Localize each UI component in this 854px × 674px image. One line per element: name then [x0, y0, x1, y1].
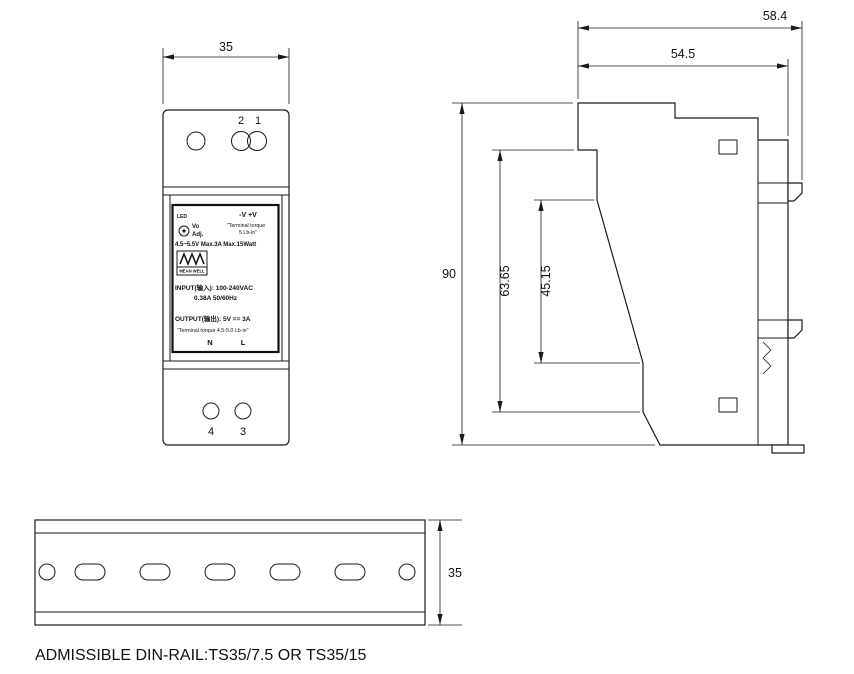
upper-height-dimension: 63.65	[492, 149, 640, 413]
admissible-rail-caption: ADMISSIBLE DIN-RAIL:TS35/7.5 OR TS35/15	[35, 647, 366, 664]
clip-release-foot	[771, 444, 805, 454]
polarity-marks: -V +V	[239, 212, 257, 219]
vo-label: Vo	[192, 224, 200, 230]
adj-label: Adj.	[192, 232, 204, 238]
height-dimension: 90	[442, 102, 655, 446]
inner-height-dim-label: 45.15	[539, 265, 553, 296]
terminal-hole	[234, 402, 252, 420]
rail-hook-bottom	[787, 319, 803, 339]
rail-slot	[204, 563, 236, 581]
terminal-1-label: 1	[255, 115, 261, 127]
brand-name: MEAN WELL	[179, 269, 205, 274]
rail-depth-dim-label: 54.5	[671, 47, 695, 61]
led-label: LED	[177, 214, 187, 220]
terminal-hole	[202, 402, 220, 420]
line-mark: L	[241, 338, 246, 347]
rail-slot	[139, 563, 171, 581]
torque-note-top-1: "Terminal torque	[227, 223, 265, 229]
terminal-4-label: 4	[208, 426, 214, 438]
rail-slot	[269, 563, 301, 581]
pot-slot-dot	[182, 229, 186, 233]
rail-outline	[34, 519, 426, 626]
rail-slot	[74, 563, 106, 581]
clip-spring-icon	[762, 341, 772, 375]
vo-adjust-pot	[178, 225, 190, 237]
side-view: 58.4 54.5 90 63.65 45.15	[442, 9, 805, 454]
torque-note-bottom: "Terminal torque 4.5-5.0 Lb-in"	[177, 328, 249, 334]
height-dim-label: 90	[442, 267, 456, 281]
din-rail-view: 35 ADMISSIBLE DIN-RAIL:TS35/7.5 OR TS35/…	[34, 519, 462, 664]
side-vent-bottom	[718, 397, 738, 413]
terminal-slot	[231, 131, 251, 151]
meanwell-logo: MEAN WELL	[176, 250, 208, 276]
label-frame	[171, 203, 280, 354]
rail-slot	[334, 563, 366, 581]
upper-height-dim-label: 63.65	[498, 265, 512, 296]
front-width-dimension: 35	[162, 40, 290, 104]
torque-note-top-2: 5 Lb-in"	[239, 230, 257, 236]
terminal-2-label: 2	[238, 115, 244, 127]
rail-round-hole	[398, 563, 416, 581]
terminal-3-label: 3	[240, 426, 246, 438]
mounting-hole	[186, 131, 206, 151]
rail-round-hole	[38, 563, 56, 581]
total-depth-dimension: 58.4	[577, 9, 803, 180]
inner-height-dimension: 45.15	[534, 199, 640, 364]
mw-zigzag-icon	[179, 251, 205, 267]
rail-height-dimension: 35	[428, 519, 462, 626]
rail-height-dim-label: 35	[448, 566, 462, 580]
neutral-mark: N	[207, 338, 212, 347]
front-view: 35 2 1 LED Vo Adj. -V +V "Terminal torqu…	[162, 40, 290, 446]
psu-front-outline	[162, 109, 290, 446]
rail-depth-dimension: 54.5	[578, 47, 789, 136]
front-width-dim-label: 35	[219, 40, 233, 54]
input-spec-line-1: INPUT(输入): 100-240VAC	[175, 283, 253, 292]
product-label: LED Vo Adj. -V +V "Terminal torque 5 Lb-…	[171, 203, 280, 354]
top-terminals: 2 1	[186, 115, 267, 151]
rail-hook-top	[787, 182, 803, 202]
terminal-slot	[247, 131, 267, 151]
bottom-terminals: 4 3	[202, 402, 252, 438]
total-depth-dim-label: 58.4	[763, 9, 787, 23]
ratings-line: 4.5~5.5V Max.3A Max.15Watt	[175, 242, 256, 248]
output-spec-line: OUTPUT(输出): 5V == 3A	[175, 314, 251, 323]
din-clip-detail	[758, 182, 805, 454]
input-spec-line-2: 0.38A 50/60Hz	[194, 295, 238, 302]
psu-side-profile	[577, 102, 789, 446]
side-vent-top	[718, 139, 738, 155]
logo-box	[176, 250, 208, 276]
